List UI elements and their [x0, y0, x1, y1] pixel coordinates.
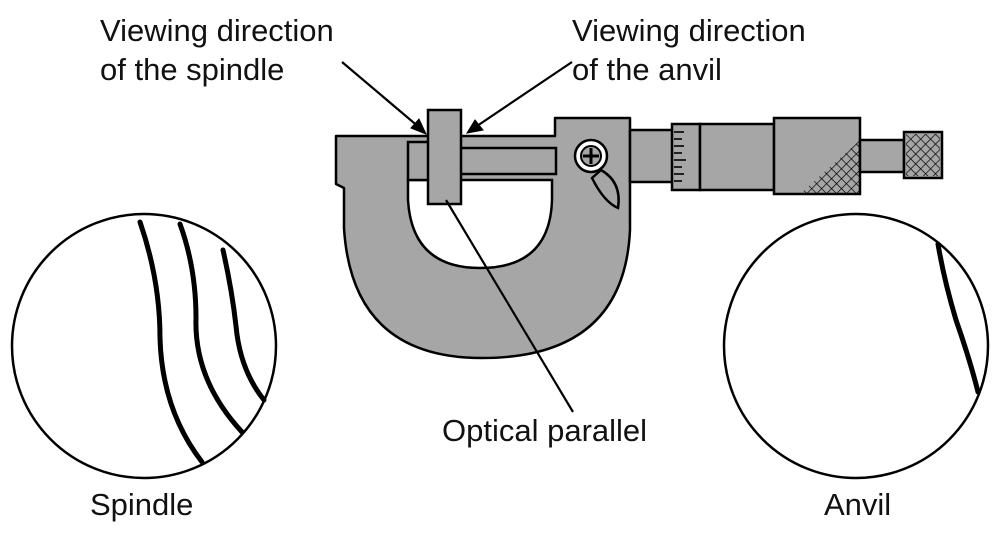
spindle-view-label: Spindle: [90, 487, 193, 522]
thimble-body: [698, 122, 776, 192]
anvil-view-circle: [722, 212, 990, 480]
anvil-view-label: Anvil: [824, 487, 891, 522]
thimble-graduations: [674, 131, 686, 182]
anvil-interference-fringe: [935, 241, 981, 395]
spindle-fringe: [177, 221, 245, 435]
anvil-direction-arrow-line: [473, 61, 573, 129]
anvil-direction-arrowhead: [465, 119, 484, 134]
sleeve: [628, 128, 676, 184]
optical-parallel: [426, 108, 463, 206]
ratchet-knurl-pattern: [906, 134, 940, 176]
anvil-direction-label-line2: of the anvil: [572, 52, 722, 87]
micrometer: [334, 108, 944, 360]
spindle-direction-label-line1: Viewing direction: [100, 13, 334, 48]
spindle-interference-fringes: [137, 219, 267, 465]
anvil-magnified-view: [722, 212, 990, 480]
clamp-lever-icon: [590, 168, 620, 210]
knurl-pattern: [800, 140, 860, 194]
spindle-view-circle: [10, 212, 278, 480]
spindle-direction-label-line2: of the spindle: [100, 52, 284, 87]
optical-parallel-leader: [445, 199, 574, 413]
anvil-direction-label-line1: Viewing direction: [572, 13, 806, 48]
spindle-fringe: [137, 219, 205, 465]
thimble: [670, 122, 702, 192]
ratchet-neck: [858, 138, 906, 174]
spindle-magnified-view: [10, 212, 278, 480]
lock-clamp: [573, 138, 620, 210]
spindle-direction-arrowhead: [410, 118, 427, 135]
leader-lines: [341, 61, 574, 413]
spindle-fringe: [220, 247, 267, 403]
spindle-direction-arrow-line: [341, 61, 421, 129]
optical-parallel-label: Optical parallel: [442, 413, 647, 448]
anvil-face: [406, 140, 432, 182]
